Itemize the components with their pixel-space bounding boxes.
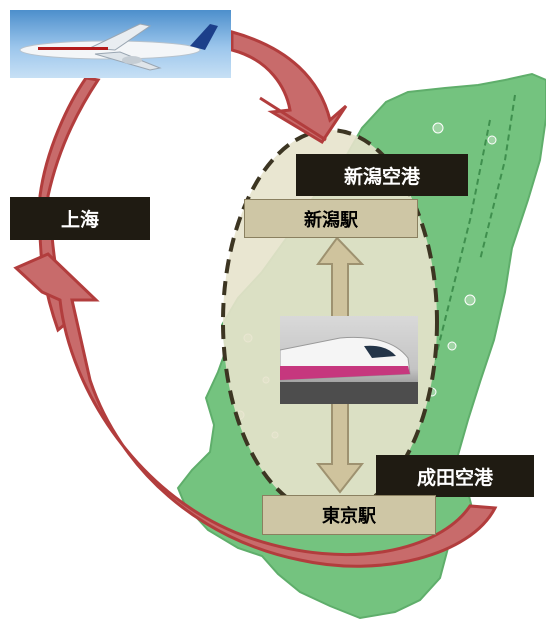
train-icon xyxy=(280,336,418,404)
label-tokyo-station: 東京駅 xyxy=(262,495,436,535)
label-niigata-airport: 新潟空港 xyxy=(296,154,468,196)
label-narita-airport: 成田空港 xyxy=(376,455,534,497)
railway-line xyxy=(429,119,491,381)
label-shanghai: 上海 xyxy=(10,197,150,240)
arrow-head-edge xyxy=(259,96,327,142)
arc-narita-to-shanghai xyxy=(13,252,498,568)
shinkansen-photo xyxy=(280,316,418,404)
double-arrow-lower xyxy=(315,401,365,494)
airplane-icon xyxy=(19,23,218,71)
railway-line-2 xyxy=(479,94,516,261)
arc-shanghai-to-niigata xyxy=(230,30,348,145)
label-niigata-station: 新潟駅 xyxy=(244,199,418,238)
airplane-photo xyxy=(10,10,231,78)
